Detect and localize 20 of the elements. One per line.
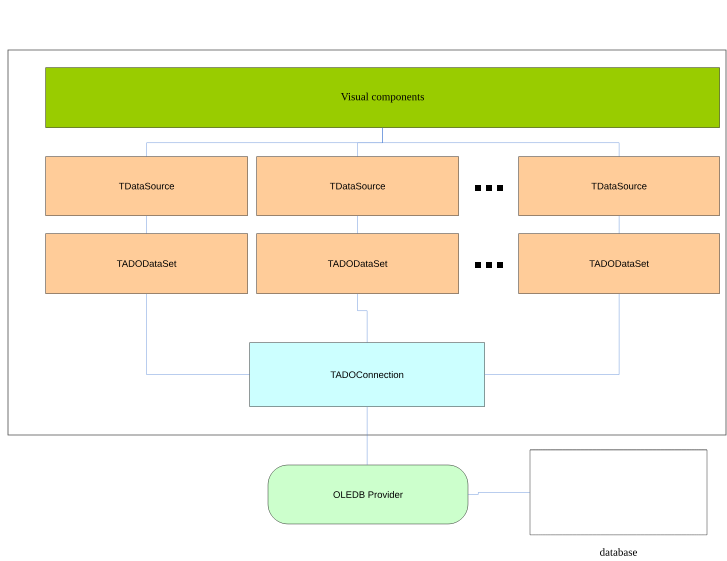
- component-box: TDataSource: [256, 156, 459, 216]
- component-bar: Visual components: [45, 67, 720, 128]
- connector-line: [357, 294, 368, 343]
- component-box: TADODataSet: [256, 233, 459, 294]
- provider-box: OLEDB Provider: [268, 464, 468, 524]
- component-box: TDataSource: [518, 156, 720, 216]
- connector-line: [618, 216, 620, 234]
- connector-line: [357, 216, 358, 234]
- connector-line: [366, 406, 368, 465]
- database-cylinder: [530, 450, 708, 536]
- component-box: TADODataSet: [45, 233, 248, 294]
- connector-line: [484, 294, 620, 375]
- connector-line: [468, 492, 530, 495]
- connector-line: [382, 128, 620, 157]
- connection-box: TADOConnection: [249, 342, 485, 407]
- node-caption: database: [600, 548, 637, 556]
- component-box: TDataSource: [45, 156, 248, 216]
- component-box: TADODataSet: [518, 233, 720, 294]
- connector-line: [146, 216, 147, 234]
- connector-line: [146, 294, 250, 375]
